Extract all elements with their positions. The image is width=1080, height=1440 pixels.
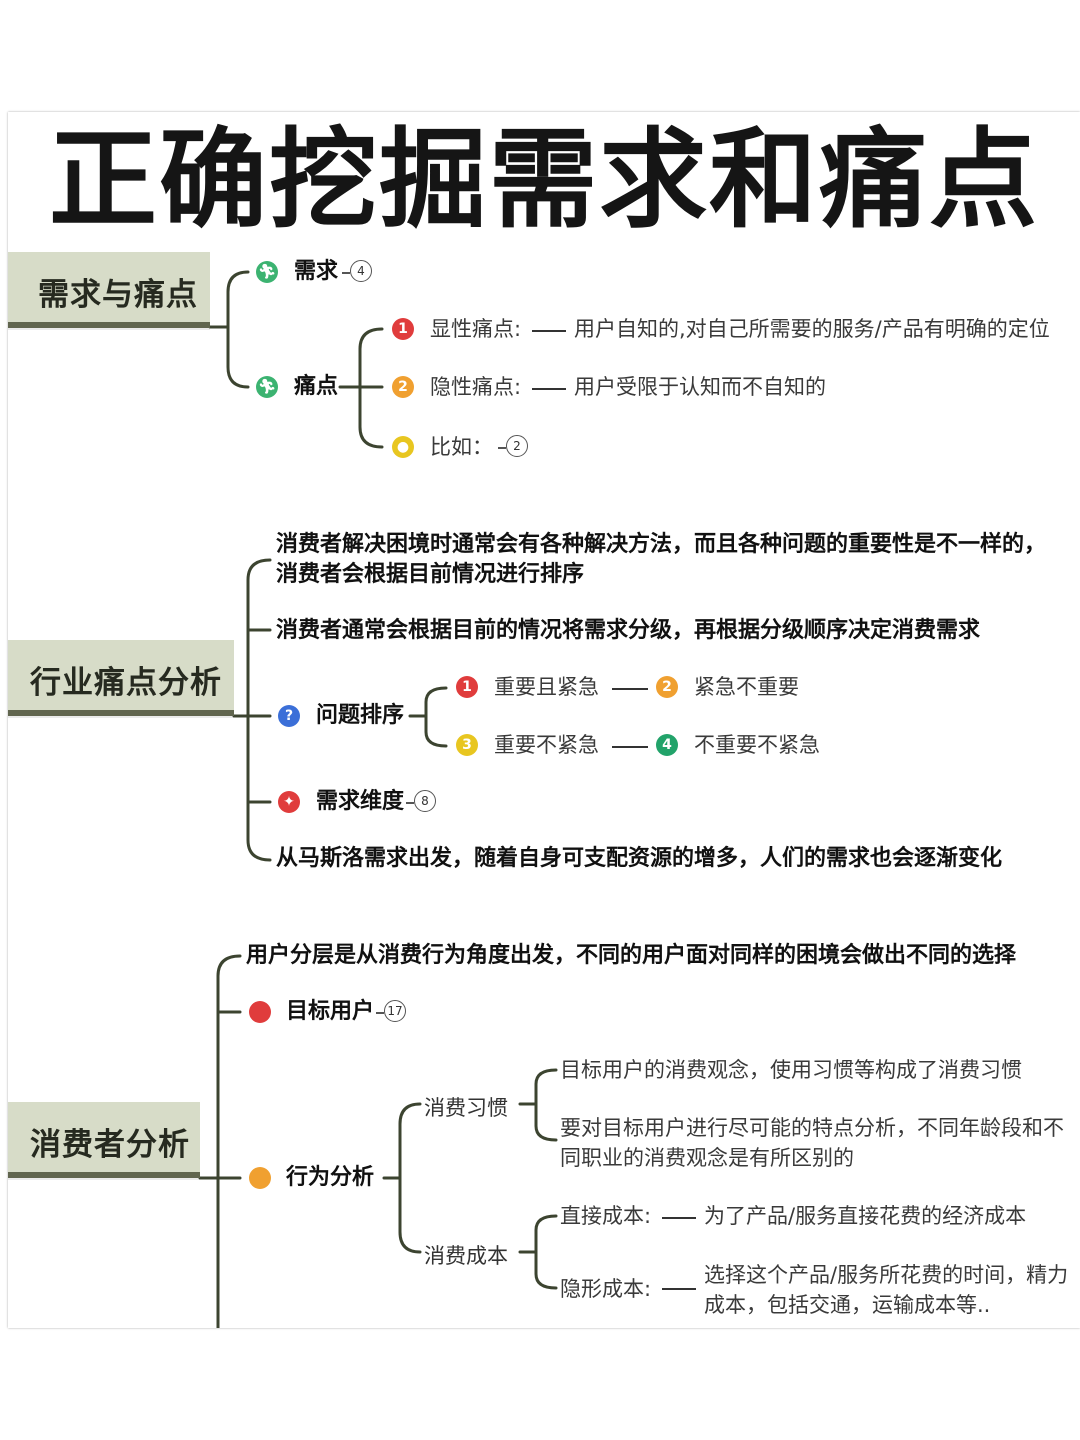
implicit-pain-desc[interactable]: 用户受限于认知而不自知的	[574, 375, 826, 399]
node-target-users[interactable]: 目标用户	[286, 999, 375, 1024]
collapsed-count-badge[interactable]: 4	[350, 260, 372, 282]
section-industry-pain-analysis: 行业痛点分析	[8, 640, 234, 716]
implicit-pain-label[interactable]: 隐性痛点:	[430, 375, 522, 399]
example-label[interactable]: 比如：	[430, 435, 493, 459]
quadrant-urgent-important[interactable]: 重要且紧急	[494, 675, 599, 699]
runner-icon: 🏃︎	[256, 261, 278, 283]
habit-desc-b1: 要对目标用户进行尽可能的特点分析，不同年龄段和不	[560, 1116, 1064, 1140]
lightbulb-icon: ●	[392, 436, 414, 458]
node-pain[interactable]: 痛点	[294, 374, 339, 399]
node-consumption-habit[interactable]: 消费习惯	[424, 1096, 508, 1120]
industry-text-1a: 消费者解决困境时通常会有各种解决方法，而且各种问题的重要性是不一样的，	[276, 532, 1047, 557]
mind-map-card: 正确挖掘需求和痛点	[8, 112, 1080, 1328]
number-1-icon: 1	[456, 676, 478, 698]
connector-lines	[198, 270, 558, 1328]
collapsed-count-badge[interactable]: 17	[384, 1000, 406, 1022]
direct-cost-label[interactable]: 直接成本:	[560, 1204, 652, 1228]
red-dot-icon	[249, 1001, 271, 1023]
consumer-text-1: 用户分层是从消费行为角度出发，不同的用户面对同样的困境会做出不同的选择	[246, 943, 1017, 968]
node-behavior-analysis[interactable]: 行为分析	[286, 1165, 375, 1190]
pin-icon: ✦	[278, 791, 300, 813]
explicit-pain-label[interactable]: 显性痛点:	[430, 317, 522, 341]
habit-desc-a: 目标用户的消费观念，使用习惯等构成了消费习惯	[560, 1058, 1022, 1082]
number-3-icon: 3	[456, 734, 478, 756]
number-2-icon: 2	[656, 676, 678, 698]
page-title: 正确挖掘需求和痛点	[48, 118, 1039, 243]
industry-text-2: 消费者通常会根据目前的情况将需求分级，再根据分级顺序决定消费需求	[276, 618, 981, 643]
section-consumer-analysis: 消费者分析	[8, 1102, 200, 1178]
explicit-pain-desc[interactable]: 用户自知的,对自己所需要的服务/产品有明确的定位	[574, 317, 1050, 341]
collapsed-count-badge[interactable]: 8	[414, 790, 436, 812]
number-4-icon: 4	[656, 734, 678, 756]
node-problem-ranking[interactable]: 问题排序	[316, 703, 405, 728]
section-label: 需求与痛点	[38, 277, 198, 313]
node-demand-dimension[interactable]: 需求维度	[316, 789, 405, 814]
quadrant-urgent-not-important[interactable]: 紧急不重要	[694, 675, 799, 699]
orange-dot-icon	[249, 1167, 271, 1189]
quadrant-neither[interactable]: 不重要不紧急	[694, 733, 820, 757]
section-demand-and-pain: 需求与痛点	[8, 252, 210, 328]
number-1-icon: 1	[392, 318, 414, 340]
hidden-cost-desc-2: 成本，包括交通，运输成本等..	[704, 1293, 991, 1317]
industry-text-1b: 消费者会根据目前情况进行排序	[276, 562, 585, 587]
quadrant-important-not-urgent[interactable]: 重要不紧急	[494, 733, 599, 757]
hidden-cost-desc-1: 选择这个产品/服务所花费的时间，精力	[704, 1263, 1069, 1287]
runner-icon: 🏃︎	[256, 376, 278, 398]
direct-cost-desc: 为了产品/服务直接花费的经济成本	[704, 1204, 1027, 1228]
section-label: 消费者分析	[30, 1127, 190, 1163]
habit-desc-b2: 同职业的消费观念是有所区别的	[560, 1146, 854, 1170]
node-consumption-cost[interactable]: 消费成本	[424, 1244, 508, 1268]
node-demand[interactable]: 需求	[294, 259, 339, 284]
collapsed-count-badge[interactable]: 2	[506, 435, 528, 457]
section-label: 行业痛点分析	[30, 665, 222, 701]
hidden-cost-label[interactable]: 隐形成本:	[560, 1277, 652, 1301]
question-icon: ?	[278, 705, 300, 727]
number-2-icon: 2	[392, 376, 414, 398]
industry-text-3: 从马斯洛需求出发，随着自身可支配资源的增多，人们的需求也会逐渐变化	[276, 846, 1003, 871]
